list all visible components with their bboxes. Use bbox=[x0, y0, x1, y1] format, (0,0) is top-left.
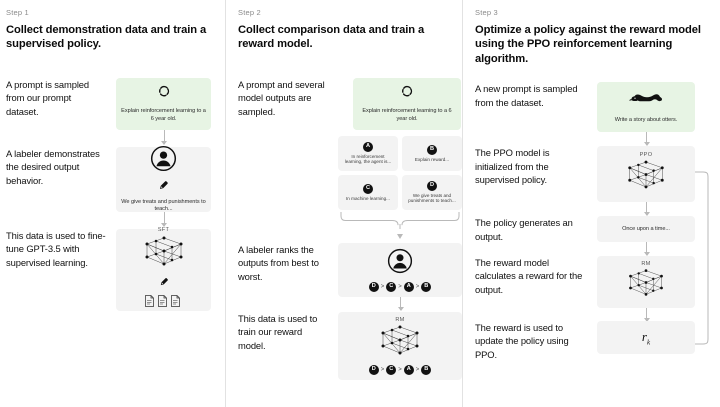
ranking-sequence-labeler: D > C > A > B bbox=[368, 281, 432, 292]
neural-network-icon bbox=[377, 323, 423, 362]
step-1-label: Step 1 bbox=[6, 8, 29, 17]
step-1-column: Step 1 Collect demonstration data and tr… bbox=[0, 0, 225, 407]
output-card-b: B Explain reward... bbox=[402, 135, 462, 171]
neural-network-icon bbox=[624, 158, 668, 196]
prompt-box-step2: Explain reinforcement learning to a 6 ye… bbox=[353, 77, 461, 130]
step-1-title: Collect demonstration data and train a s… bbox=[6, 24, 207, 51]
rank-separator: > bbox=[415, 283, 420, 290]
step-1-desc-3: This data is used to fine-tune GPT-3.5 w… bbox=[6, 229, 106, 268]
ppo-model-box: PPO bbox=[597, 146, 695, 203]
rank-separator: > bbox=[398, 283, 402, 290]
rank-badge-2: C bbox=[386, 281, 397, 292]
recycle-arrows-icon bbox=[157, 84, 171, 103]
rank-separator: > bbox=[398, 366, 402, 373]
output-label-c: C bbox=[363, 183, 373, 194]
labeler-box-step1: We give treats and punishments to teach.… bbox=[116, 145, 211, 213]
rank-badge-4: B bbox=[421, 364, 432, 375]
sft-tag: SFT bbox=[157, 226, 170, 233]
output-text-a: In reinforcement learning, the agent is.… bbox=[344, 153, 392, 165]
step-3-label: Step 3 bbox=[475, 8, 498, 17]
rank-badge-1: D bbox=[368, 364, 379, 375]
policy-output-text: Once upon a time... bbox=[622, 225, 670, 232]
prompt-box-step1: Explain reinforcement learning to a 6 ye… bbox=[116, 77, 211, 130]
step-3-desc-3: The policy generates an output. bbox=[475, 217, 573, 242]
step-3-title: Optimize a policy against the reward mod… bbox=[475, 24, 701, 65]
rank-separator: > bbox=[380, 366, 385, 373]
rm-tag: RM bbox=[641, 261, 651, 268]
step-3-desc-4: The reward model calculates a reward for… bbox=[475, 257, 583, 295]
reward-letter: r bbox=[641, 328, 647, 344]
output-card-d: D We give treats and punishments to teac… bbox=[402, 174, 462, 210]
step-2-desc-4: This data is used to train our reward mo… bbox=[238, 312, 318, 351]
ranking-box-step2: D > C > A > B bbox=[338, 242, 462, 297]
neural-network-icon bbox=[625, 267, 667, 303]
otter-icon bbox=[629, 90, 663, 112]
step-2-label: Step 2 bbox=[238, 8, 261, 17]
reward-subscript: k bbox=[646, 338, 651, 347]
rank-badge-2: C bbox=[386, 364, 397, 375]
output-text-d: We give treats and punishments to teach.… bbox=[408, 192, 456, 204]
output-text-b: Explain reward... bbox=[414, 156, 450, 162]
step-2-title: Collect comparison data and train a rewa… bbox=[238, 24, 425, 51]
rm-tag: RM bbox=[395, 316, 405, 323]
step-2-column: Step 2 Collect comparison data and train… bbox=[225, 0, 462, 407]
prompt-caption-step1: Explain reinforcement learning to a 6 ye… bbox=[121, 108, 206, 122]
step-3-desc-5: The reward is used to update the policy … bbox=[475, 322, 569, 360]
output-label-a: A bbox=[363, 141, 373, 152]
prompt-caption-step2: Explain reinforcement learning to a 6 ye… bbox=[362, 108, 452, 122]
prompt-caption-step3: Write a story about otters. bbox=[614, 117, 678, 124]
rank-separator: > bbox=[415, 366, 420, 373]
labeler-caption-step1: We give treats and punishments to teach.… bbox=[121, 198, 206, 213]
ppo-tag: PPO bbox=[639, 152, 653, 159]
pen-icon bbox=[158, 178, 169, 196]
rank-badge-4: B bbox=[421, 281, 432, 292]
rm-model-box-step3: RM bbox=[597, 256, 695, 309]
recycle-arrows-icon bbox=[400, 84, 414, 103]
ranking-sequence-rm: D > C > A > B bbox=[368, 364, 432, 375]
policy-output-box: Once upon a time... bbox=[597, 216, 695, 243]
prompt-box-step3: Write a story about otters. bbox=[597, 82, 695, 133]
output-label-b: B bbox=[427, 144, 437, 155]
step-2-desc-1: A prompt and several model outputs are s… bbox=[238, 78, 325, 117]
neural-network-icon bbox=[141, 234, 187, 273]
sft-model-box: SFT bbox=[116, 226, 211, 313]
rank-badge-1: D bbox=[368, 281, 379, 292]
labeler-person-icon bbox=[150, 145, 177, 177]
step-3-desc-2: The PPO model is initialized from the su… bbox=[475, 147, 550, 186]
step-3-column: Step 3 Optimize a policy against the rew… bbox=[462, 0, 720, 407]
model-outputs-grid: A In reinforcement learning, the agent i… bbox=[338, 135, 462, 210]
rank-badge-3: A bbox=[403, 364, 414, 375]
rm-model-box-step2: RM bbox=[338, 311, 462, 380]
step-3-desc-1: A new prompt is sampled from the dataset… bbox=[475, 83, 578, 108]
reward-symbol: rk bbox=[642, 329, 650, 347]
output-text-c: In machine learning... bbox=[346, 195, 390, 201]
pen-icon bbox=[159, 274, 169, 292]
output-card-a: A In reinforcement learning, the agent i… bbox=[338, 135, 398, 171]
output-card-c: C In machine learning... bbox=[338, 174, 398, 210]
reward-box: rk bbox=[597, 321, 695, 355]
labeler-person-icon bbox=[387, 248, 413, 279]
output-label-d: D bbox=[427, 180, 437, 191]
merge-brace-icon bbox=[338, 211, 462, 239]
step-1-desc-1: A prompt is sampled from our prompt data… bbox=[6, 78, 90, 117]
documents-icon bbox=[144, 294, 184, 313]
rank-badge-3: A bbox=[403, 281, 414, 292]
rank-separator: > bbox=[380, 283, 385, 290]
step-2-desc-3: A labeler ranks the outputs from best to… bbox=[238, 243, 319, 282]
step-1-desc-2: A labeler demonstrates the desired outpu… bbox=[6, 147, 100, 186]
